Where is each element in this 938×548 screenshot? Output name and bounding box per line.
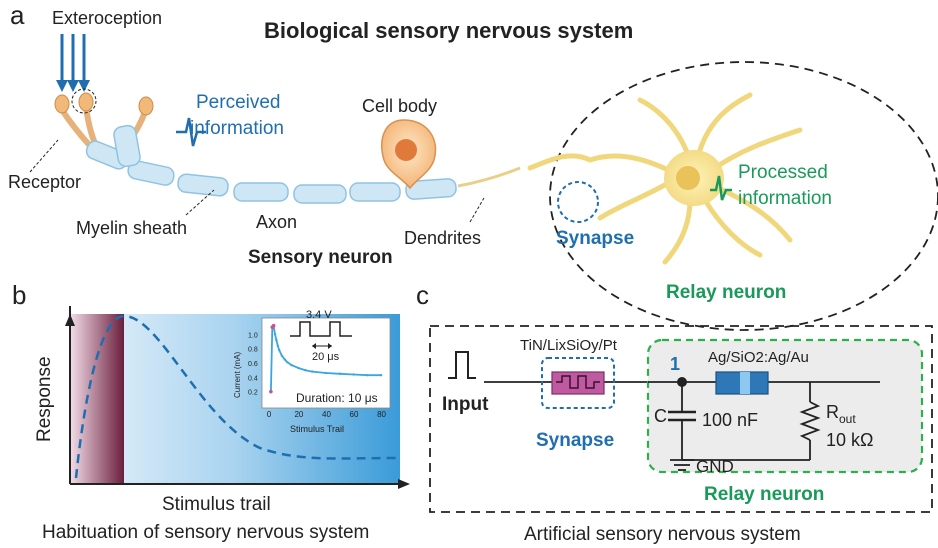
resistor-icon: [799, 401, 821, 441]
inset-data-point: [324, 371, 328, 375]
inset-xtick-label: 80: [377, 410, 386, 419]
panel-a-title: Biological sensory nervous system: [264, 18, 633, 43]
inset-data-point: [277, 348, 281, 352]
axon-terminal: [457, 166, 521, 188]
inset-data-point: [290, 363, 293, 367]
dendrites-pointer: [469, 197, 485, 223]
inset-data-point: [366, 373, 369, 377]
synapse-box: [541, 357, 615, 409]
inset-xticks: 0 20 40 60 80: [267, 410, 387, 419]
panel-b-letter: b: [12, 280, 26, 310]
inset-ytick-label: 0.8: [248, 347, 258, 354]
inset-data-point: [273, 333, 277, 336]
response-curve: [74, 314, 397, 479]
pulse-train-icon: [290, 321, 352, 337]
inset-ytick-label: 0.2: [248, 390, 258, 397]
inset-data-point: [269, 389, 273, 394]
response-ylabel: Response: [34, 356, 55, 442]
synapse-label-a: Synapse: [556, 228, 634, 249]
cell-body-icon: [381, 119, 437, 190]
inset-data-point: [311, 370, 314, 373]
pulse-width: 20 μs: [312, 351, 340, 363]
inset-data-point: [352, 373, 355, 376]
ground-icon: [670, 459, 694, 471]
synapse-label-c: Synapse: [536, 430, 614, 451]
relay-nucleus: [676, 166, 700, 190]
x-axis-arrow-icon: [398, 479, 410, 489]
inset-data-point: [283, 358, 286, 361]
relay-region: [549, 61, 938, 331]
receptor-pointer: [29, 139, 59, 173]
inset-data-point: [297, 366, 300, 370]
pulse-width-arrowheads-icon: [312, 343, 332, 349]
circuit-frame: [429, 325, 933, 513]
axon-label: Axon: [256, 212, 297, 232]
inset-data-point: [304, 368, 307, 372]
cap-value: 100 nF: [702, 410, 758, 430]
myelin-pointer: [185, 189, 215, 216]
inset-data-point: [275, 338, 278, 342]
inset-duration: Duration: 10 μs: [296, 391, 378, 405]
perceived-line2: information: [190, 118, 284, 139]
response-xlabel: Stimulus trail: [162, 494, 271, 515]
input-label: Input: [442, 394, 489, 415]
receptor-terminals-icon: [54, 88, 154, 153]
inset-ytick-label: 0.4: [248, 375, 258, 382]
exteroception-arrows-icon: [56, 34, 90, 92]
inset-data-point: [379, 373, 383, 377]
processed-line2: information: [738, 188, 832, 209]
synapse-device-label: TiN/LixSiOy/Pt: [520, 337, 618, 354]
inset-data-point: [286, 361, 289, 364]
cell-body-label: Cell body: [362, 96, 437, 116]
inset-xtick-label: 60: [350, 410, 359, 419]
inset-xtick-label: 0: [267, 410, 272, 419]
response-axes: [69, 306, 402, 485]
spike-icon: [176, 117, 206, 147]
myelin-label: Myelin sheath: [76, 218, 187, 238]
exteroception-label: Exteroception: [52, 8, 162, 28]
memristor-symbol-icon: [556, 375, 600, 389]
processed-line1: Processed: [738, 162, 828, 183]
inset-points: [269, 323, 383, 394]
cap-symbol: C: [654, 406, 667, 426]
receptor-label: Receptor: [8, 172, 81, 192]
inset-chart: 0.2 0.4 0.6 0.8 1.0 0 20 40 60 80 3.4 V 20 μs Du…: [233, 309, 391, 434]
panel-b-caption: Habituation of sensory nervous system: [42, 522, 369, 543]
dendrites-label: Dendrites: [404, 228, 481, 248]
myelinated-axon: [85, 124, 457, 204]
relay-device-label: Ag/SiO2:Ag/Au: [708, 349, 809, 366]
relay-device-filament: [740, 372, 750, 394]
pulse-voltage: 3.4 V: [306, 309, 332, 321]
node-1-label: 1: [670, 354, 680, 374]
relay-neuron-label-c: Relay neuron: [704, 484, 824, 505]
inset-xtick-label: 20: [294, 410, 303, 419]
inset-data-point: [280, 354, 284, 358]
relay-neuron-label-a: Relay neuron: [666, 282, 786, 303]
inset-yticks: 0.2 0.4 0.6 0.8 1.0: [248, 332, 258, 396]
panel-a-letter: a: [10, 0, 25, 30]
synapse-circle: [557, 181, 599, 223]
rout-value: 10 kΩ: [826, 430, 873, 450]
inset-data-point: [271, 323, 276, 328]
perceived-line1: Perceived: [196, 92, 281, 113]
inset-ytick-label: 0.6: [248, 361, 258, 368]
inset-data-point: [338, 372, 341, 375]
rout-subscript: out: [839, 412, 856, 426]
inset-data-point: [276, 344, 279, 347]
processed-spike-icon: [710, 175, 732, 201]
y-axis-arrow-icon: [65, 314, 75, 326]
inset-xlabel: Stimulus Trail: [290, 424, 344, 434]
input-pulse-icon: [448, 351, 476, 379]
gnd-label: GND: [696, 457, 734, 476]
panel-c-caption: Artificial sensory nervous system: [524, 524, 801, 545]
panel-c-letter: c: [416, 280, 429, 310]
inset-xtick-label: 40: [322, 410, 331, 419]
inset-ytick-label: 1.0: [248, 332, 258, 339]
sensory-neuron-label: Sensory neuron: [248, 247, 393, 268]
inset-ylabel: Current (mA): [233, 351, 242, 398]
